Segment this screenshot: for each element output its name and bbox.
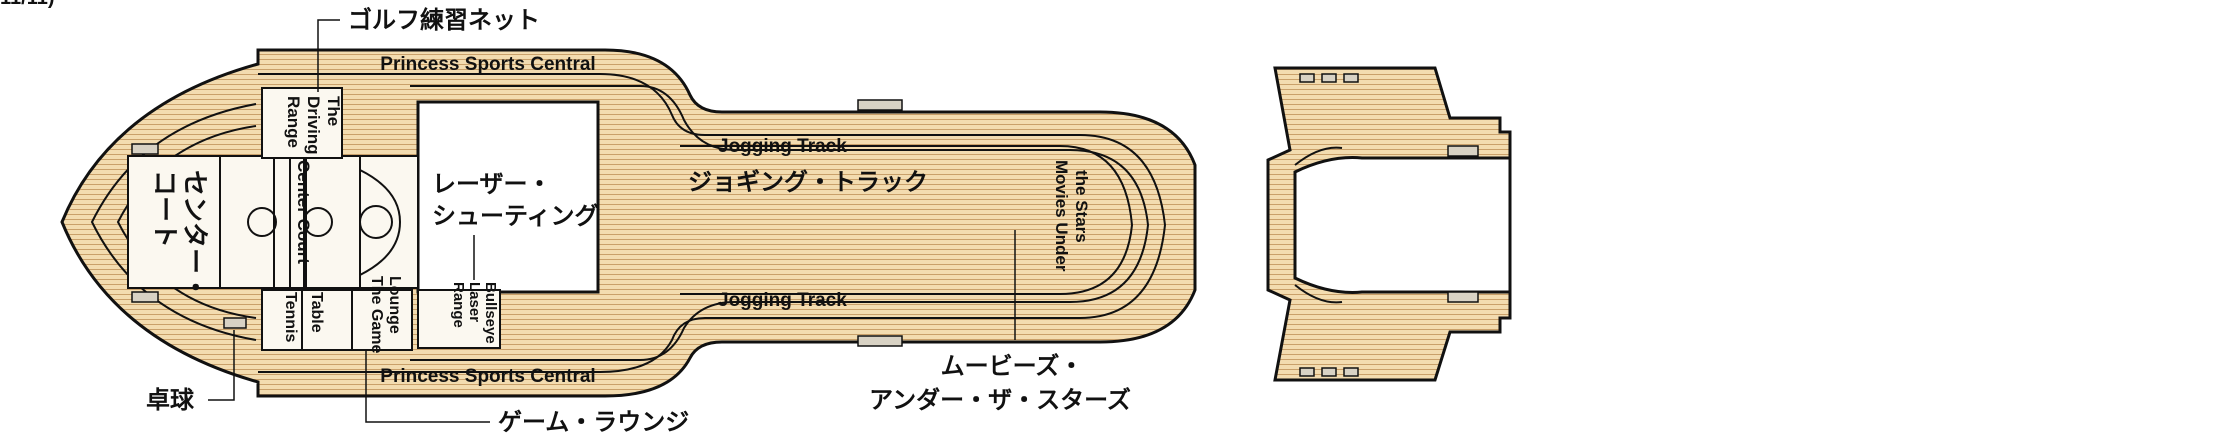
label-table: Table bbox=[308, 292, 325, 333]
label-sports-bottom: Princess Sports Central bbox=[380, 366, 595, 387]
label-ping-pong-jp: 卓球 bbox=[146, 386, 195, 414]
main-deck: Princess Sports Central Princess Sports … bbox=[60, 6, 1197, 436]
label-jogging-jp: ジョギング・トラック bbox=[688, 168, 928, 196]
stairs-ping-pong bbox=[223, 317, 247, 329]
label-game-lounge-jp: ゲーム・ラウンジ bbox=[498, 408, 689, 436]
game-lounge bbox=[351, 289, 413, 351]
label-golf-net: ゴルフ練習ネット bbox=[348, 6, 540, 34]
label-driving-range-2: Driving bbox=[304, 96, 323, 155]
label-bullseye-2: Laser bbox=[466, 282, 483, 322]
page-number-fragment: 11/11) bbox=[0, 0, 55, 9]
label-movies-en-1: Movies Under bbox=[1052, 160, 1071, 272]
label-jogging-top: Jogging Track bbox=[718, 136, 847, 157]
jogging-track-lane bbox=[410, 85, 1150, 361]
bow-lane-2 bbox=[116, 125, 257, 319]
label-game-lounge-en-1: The Game bbox=[368, 276, 385, 353]
label-driving-range-1: The bbox=[324, 96, 343, 126]
bullseye-laser-range bbox=[417, 289, 501, 349]
label-driving-range-3: Range bbox=[284, 96, 303, 148]
stairs-mid-top bbox=[857, 99, 903, 111]
stairs-mid-bottom bbox=[857, 335, 903, 347]
aft-stairs-bottom bbox=[1447, 291, 1479, 303]
label-laser-jp-1: レーザー・ bbox=[432, 170, 552, 198]
label-center-court-jp-1: センター・ bbox=[179, 170, 209, 300]
bow-lane bbox=[90, 103, 257, 341]
label-bullseye-3: Range bbox=[450, 282, 467, 328]
label-sports-top: Princess Sports Central bbox=[380, 54, 595, 75]
center-court-round bbox=[359, 169, 402, 276]
label-bullseye-1: Bullseye bbox=[482, 282, 499, 344]
aft-deck bbox=[1266, 66, 1512, 382]
label-jogging-bottom: Jogging Track bbox=[718, 290, 847, 311]
aft-deck-inner bbox=[1293, 156, 1512, 294]
label-game-lounge-en-2: Lounge bbox=[386, 276, 403, 334]
jogging-track-lane-2 bbox=[680, 145, 1134, 295]
label-tennis: Tennis bbox=[282, 292, 299, 342]
deck-inner-rim bbox=[258, 73, 1167, 373]
stairs-fwd-bottom bbox=[131, 291, 159, 303]
label-center-court-jp-2: コート bbox=[149, 170, 179, 248]
label-movies-en-2: the Stars bbox=[1072, 170, 1091, 243]
label-center-court-en: Center Court bbox=[294, 160, 313, 264]
label-laser-jp-2: シューティング bbox=[432, 202, 599, 230]
driving-range bbox=[261, 87, 343, 159]
tennis-area bbox=[261, 289, 303, 351]
aft-stairs-top bbox=[1447, 145, 1479, 157]
label-movies-jp-2: アンダー・ザ・スターズ bbox=[869, 386, 1131, 414]
stairs-fwd-top bbox=[131, 143, 159, 155]
label-movies-jp-1: ムービーズ・ bbox=[941, 352, 1084, 380]
